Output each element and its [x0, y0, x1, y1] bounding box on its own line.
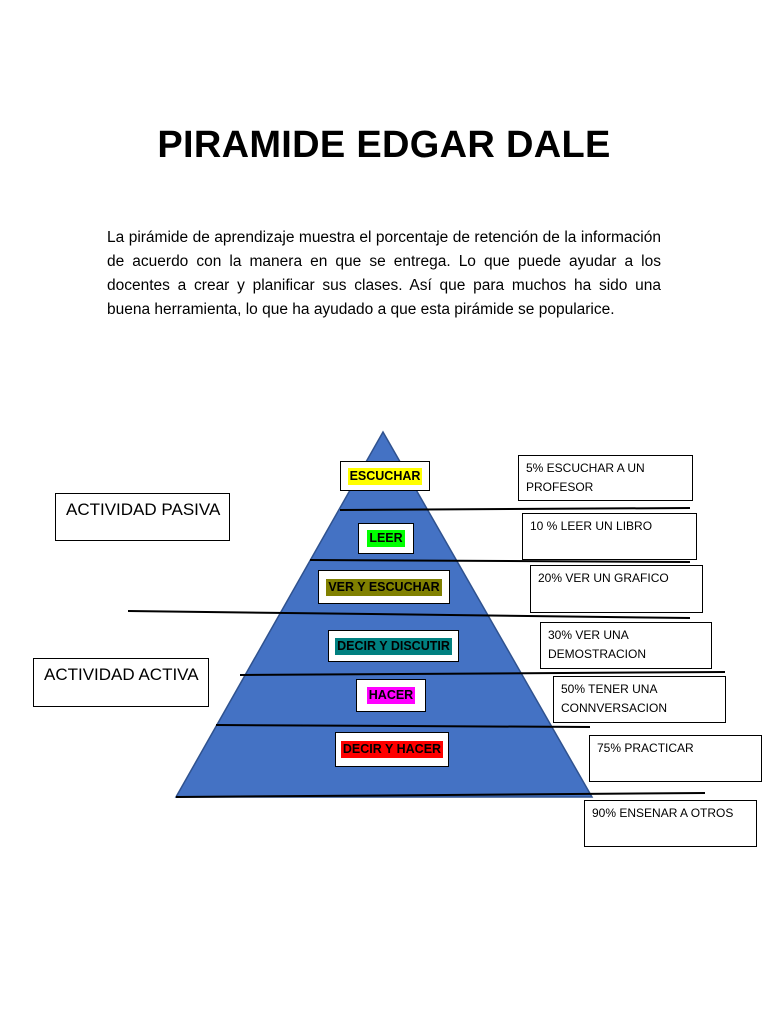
- pct-text-line1: 75% PRACTICAR: [597, 741, 694, 755]
- pct-text-line1: 50% TENER UNA: [561, 682, 658, 696]
- pct-box-75: 75% PRACTICAR: [589, 735, 762, 782]
- actividad-activa-box: ACTIVIDAD ACTIVA: [33, 658, 209, 707]
- actividad-pasiva-label: ACTIVIDAD PASIVA: [66, 500, 221, 519]
- level-label-hacer: HACER: [366, 687, 416, 704]
- level-label-decir-y-hacer: DECIR Y HACER: [340, 741, 444, 758]
- level-box-decir-y-discutir: DECIR Y DISCUTIR: [328, 630, 459, 662]
- level-box-decir-y-hacer: DECIR Y HACER: [335, 732, 449, 767]
- pct-box-90: 90% ENSENAR A OTROS: [584, 800, 757, 847]
- level-box-hacer: HACER: [356, 679, 426, 712]
- divider-line: [309, 559, 691, 563]
- divider-line: [215, 724, 591, 728]
- pct-text-line2: PROFESOR: [526, 480, 594, 494]
- level-box-leer: LEER: [358, 523, 414, 554]
- pct-text-line2: CONNVERSACION: [561, 701, 668, 715]
- pct-text-line1: 10 % LEER UN LIBRO: [530, 519, 653, 533]
- level-label-leer: LEER: [367, 530, 405, 547]
- page-title: PIRAMIDE EDGAR DALE: [157, 124, 611, 166]
- divider-line: [339, 507, 691, 511]
- level-label-decir-y-discutir: DECIR Y DISCUTIR: [335, 637, 452, 655]
- intro-paragraph: La pirámide de aprendizaje muestra el po…: [107, 229, 661, 318]
- pct-text-line1: 5% ESCUCHAR A UN: [526, 461, 645, 475]
- pct-box-20: 20% VER UN GRAFICO: [530, 565, 703, 613]
- level-label-ver-y-escuchar: VER Y ESCUCHAR: [326, 578, 442, 596]
- pct-box-50: 50% TENER UNA CONNVERSACION: [553, 676, 726, 723]
- level-box-escuchar: ESCUCHAR: [340, 461, 430, 491]
- actividad-pasiva-box: ACTIVIDAD PASIVA: [55, 493, 230, 541]
- divider-line: [239, 671, 726, 676]
- pct-text-line1: 30% VER UNA: [548, 628, 629, 642]
- pct-box-30: 30% VER UNA DEMOSTRACION: [540, 622, 712, 669]
- pct-text-line1: 20% VER UN GRAFICO: [538, 571, 669, 585]
- divider-line: [127, 610, 691, 619]
- pct-text-line1: 90% ENSENAR A OTROS: [592, 806, 734, 820]
- pct-box-5: 5% ESCUCHAR A UN PROFESOR: [518, 455, 693, 501]
- divider-line: [175, 792, 706, 798]
- level-box-ver-y-escuchar: VER Y ESCUCHAR: [318, 570, 450, 604]
- pct-box-10: 10 % LEER UN LIBRO: [522, 513, 697, 560]
- level-label-escuchar: ESCUCHAR: [347, 467, 423, 485]
- pct-text-line2: DEMOSTRACION: [548, 647, 647, 661]
- actividad-activa-label: ACTIVIDAD ACTIVA: [44, 665, 199, 684]
